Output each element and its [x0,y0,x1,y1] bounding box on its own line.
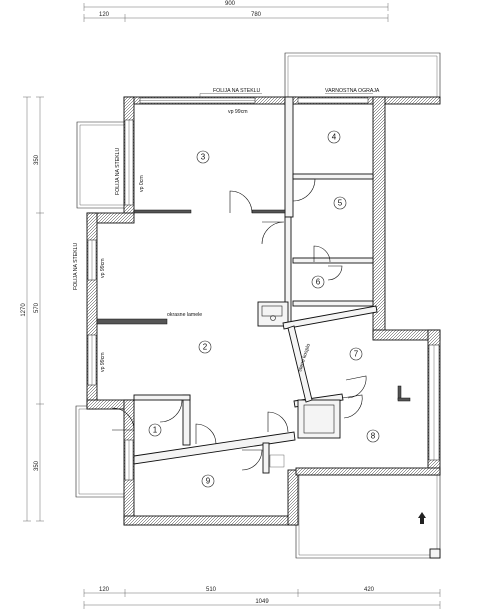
doors [111,178,367,471]
label-okrasne-lamele: okrasne lamele [167,312,202,318]
room-number-6: 6 [316,278,321,287]
windows [87,97,440,481]
label-folija-side-upper: FOLIJA NA STEKLU [115,147,121,195]
label-window-side-mid: vp 99cm [100,258,106,278]
dim-top-right-text: 780 [251,12,262,18]
balcony-left-upper [76,121,126,209]
room-number-1: 1 [153,426,158,435]
room-numbers: 3 4 5 6 2 7 1 8 9 [148,130,380,488]
fixtures [261,305,426,524]
dim-left-1-text: 350 [34,154,40,165]
label-window-side-upper: vp 0cm [139,175,145,192]
dimension-left-total: 1270 [21,96,31,522]
room-number-2: 2 [203,343,208,352]
room-number-9: 9 [206,477,211,486]
label-window-side-lower: vp 99cm [100,352,106,372]
balcony-left-lower [75,405,126,498]
room-number-7: 7 [354,350,359,359]
annotation-labels: FOLIJA NA STEKLU VARNOSTNA OGRAJA vp 99c… [73,88,380,373]
dim-left-2-text: 570 [34,302,40,313]
dim-bottom-1-text: 120 [99,587,110,593]
dim-left-3-text: 350 [34,460,40,471]
dimension-bottom-parts: 120 510 420 [83,587,441,597]
label-folija-top: FOLIJA NA STEKLU [213,88,261,94]
room-number-5: 5 [338,199,343,208]
dim-left-total-text: 1270 [21,303,27,317]
dimension-bottom-total: 1049 [83,599,441,609]
dimension-top-parts: 120 780 [83,12,389,22]
dim-top-left-text: 120 [99,12,110,18]
label-folija-side-lower: FOLIJA NA STEKLU [73,242,79,290]
dimension-left-parts: 350 570 350 [34,96,44,522]
terrace-top-right [284,52,441,98]
dim-bottom-3-text: 420 [364,587,375,593]
dim-bottom-2-text: 510 [206,587,217,593]
room-number-3: 3 [201,153,206,162]
label-window-room3: vp 99cm [228,109,248,115]
terrace-bottom-right [295,470,441,559]
room-number-8: 8 [371,432,376,441]
dim-bottom-total-text: 1049 [255,599,269,605]
label-varnostna-ograja: VARNOSTNA OGRAJA [325,88,380,94]
interior-walls [96,96,411,474]
dim-top-total-text: 900 [225,1,236,7]
dimension-top-total: 900 [83,1,389,11]
room-number-4: 4 [332,133,337,142]
